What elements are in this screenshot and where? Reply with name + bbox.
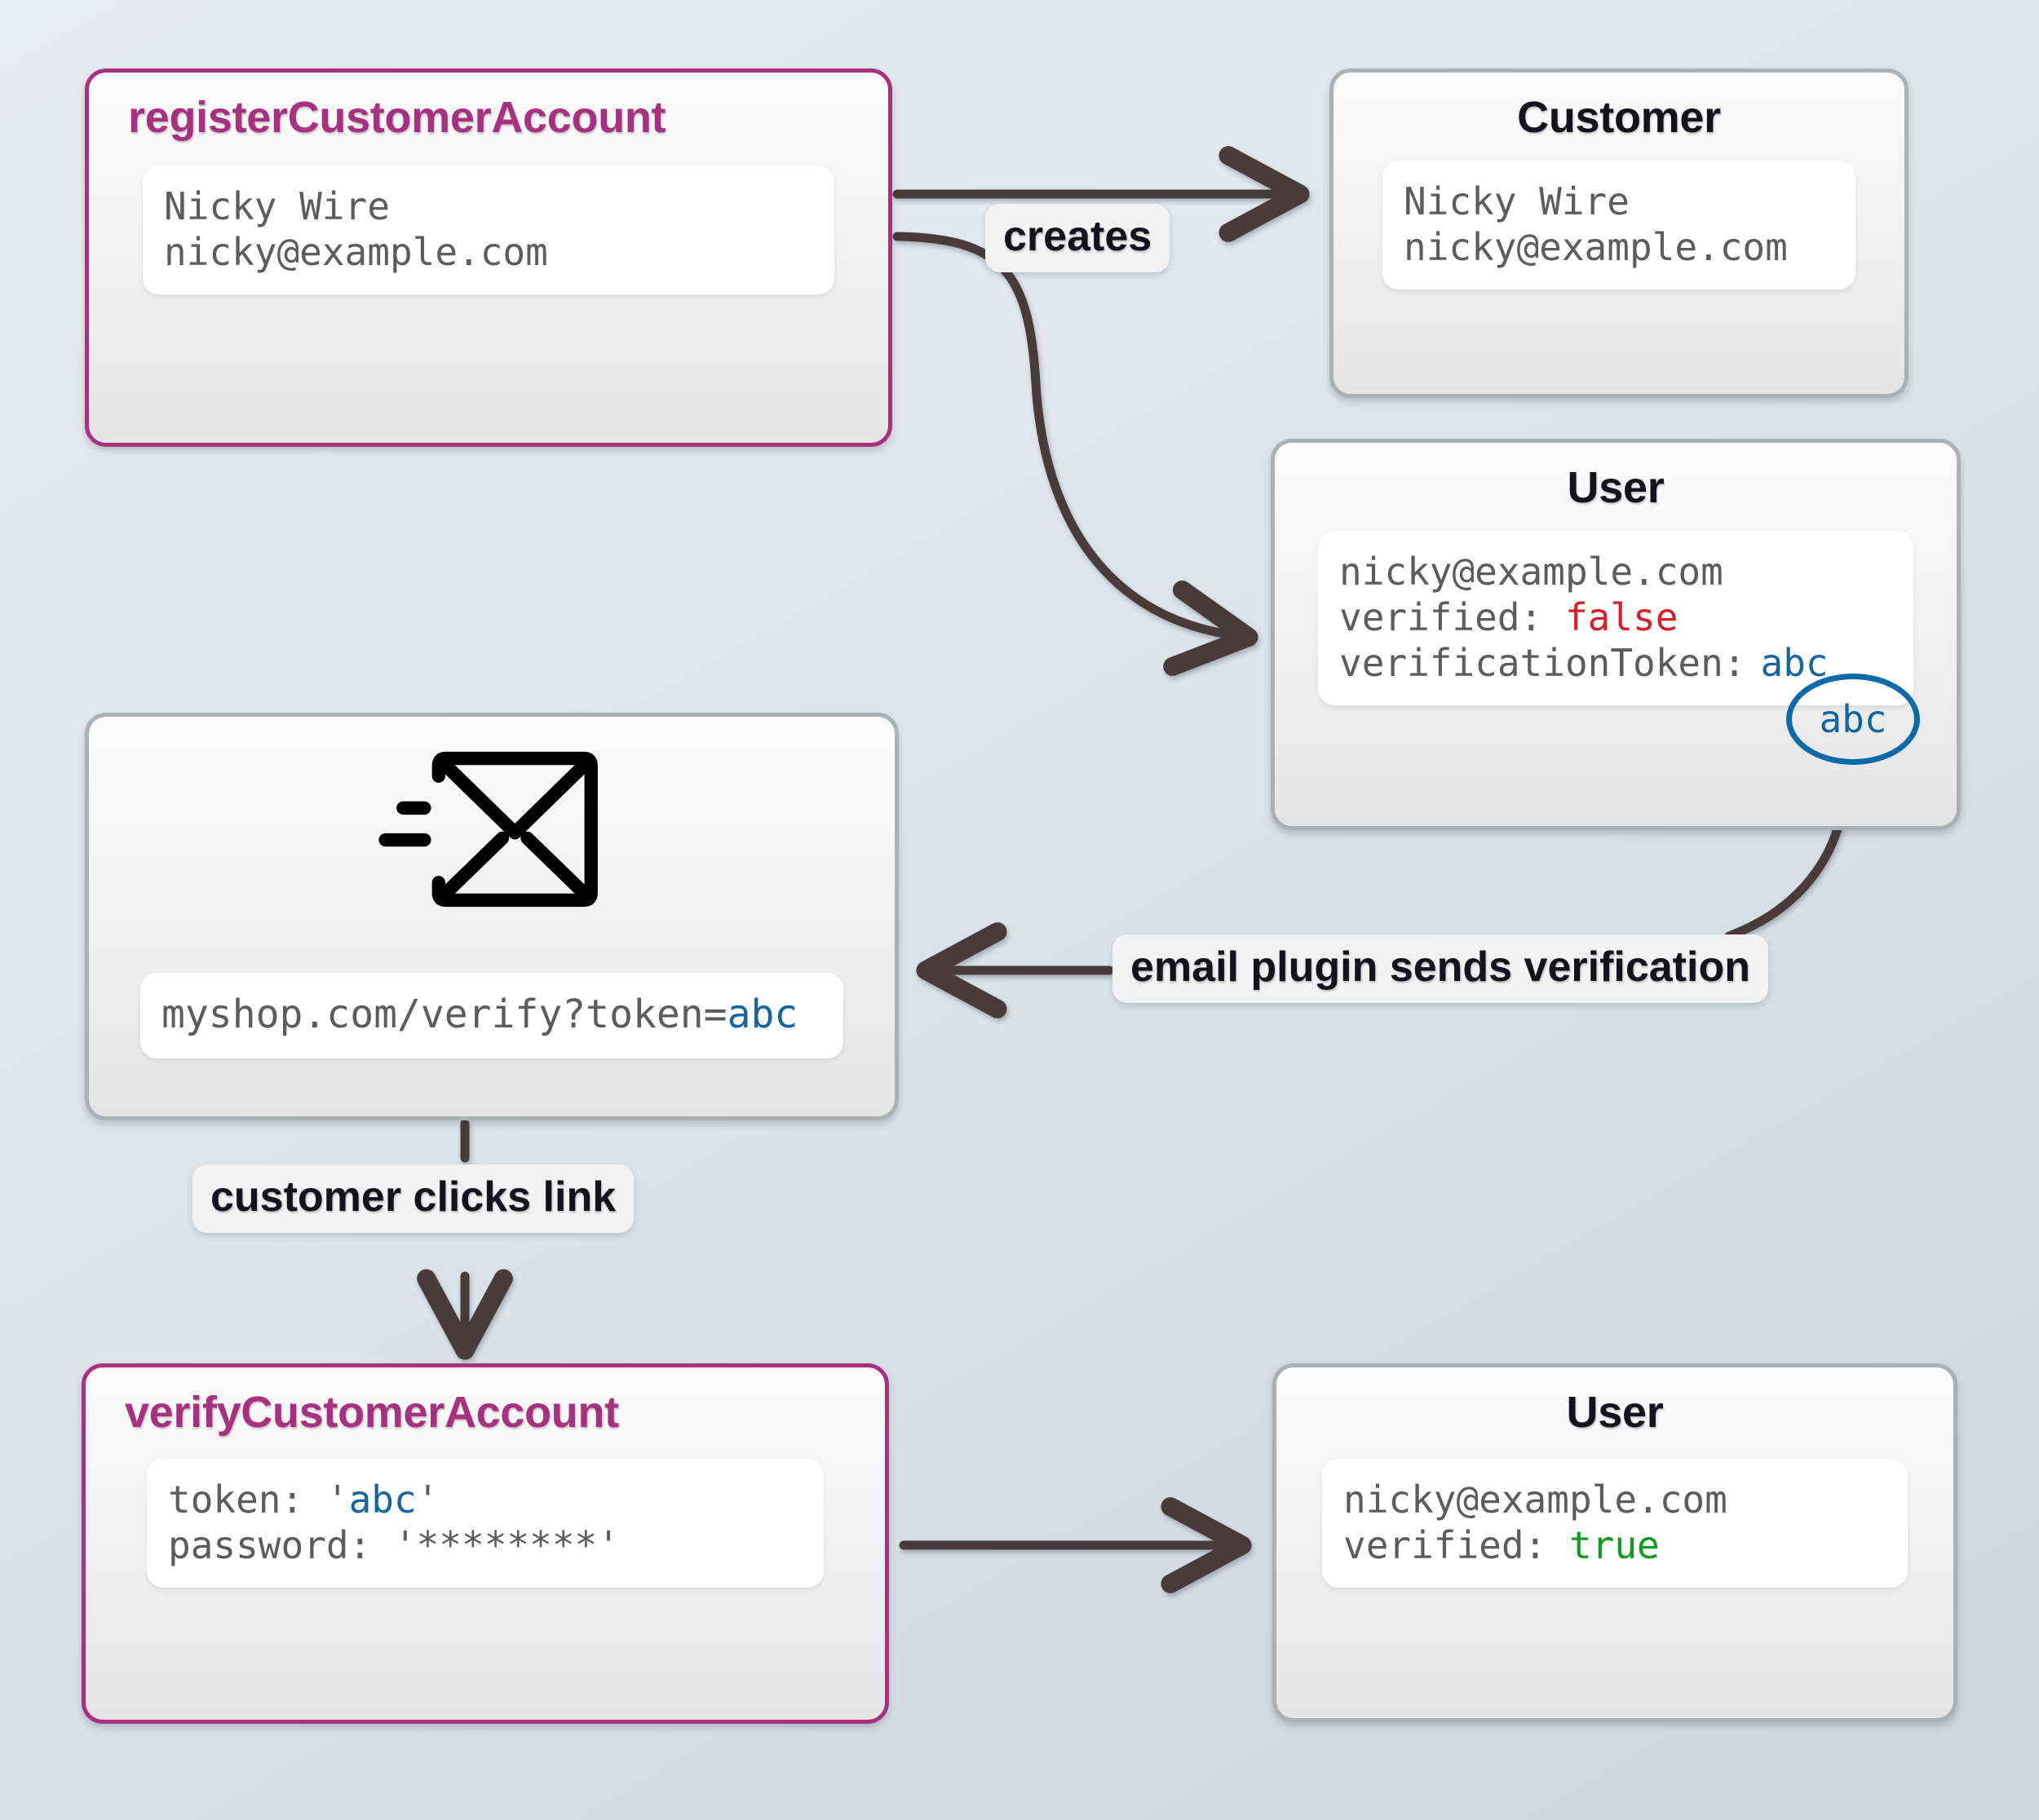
token-key: verificationToken: [1339, 641, 1746, 686]
verify-token-quote-close: ' [416, 1478, 440, 1522]
verify-details-panel: token: 'abc' password: '********' [147, 1459, 824, 1588]
user-unverified-details-panel: nicky@example.com verified: false verifi… [1318, 531, 1913, 706]
edge-label-creates-text: creates [1003, 213, 1152, 260]
edge-label-creates: creates [985, 204, 1170, 272]
node-title-user-unverified: User [1567, 463, 1665, 512]
node-title-customer: Customer [1517, 93, 1721, 142]
verified-key-2: verified: [1343, 1523, 1569, 1568]
verified-key: verified: [1339, 595, 1565, 640]
node-email[interactable]: myshop.com/verify?token=abc [85, 713, 899, 1120]
verify-password-quote-close: ' [597, 1523, 620, 1568]
verify-password-row: password: '********' [168, 1522, 803, 1568]
node-register-customer-account[interactable]: registerCustomerAccount Nicky Wire nicky… [85, 68, 892, 447]
edge-label-email-plugin-text: email plugin sends verification [1130, 943, 1750, 991]
customer-email: nicky@example.com [1404, 225, 1788, 270]
verify-token-quote-open: ' [325, 1478, 349, 1522]
customer-name: Nicky Wire [1404, 179, 1630, 223]
edge-label-email-plugin: email plugin sends verification [1112, 934, 1768, 1003]
verify-token-value: abc [348, 1478, 417, 1522]
node-user-verified[interactable]: User nicky@example.com verified: true [1272, 1363, 1957, 1722]
email-url-prefix: myshop.com/verify?token= [161, 992, 728, 1037]
verify-password-value: ******** [416, 1523, 598, 1568]
edge-label-customer-clicks-link: customer clicks link [192, 1164, 635, 1233]
verify-token-key: token: [168, 1478, 326, 1522]
node-user-unverified[interactable]: User nicky@example.com verified: false v… [1271, 439, 1961, 830]
edge-creates-user [892, 232, 1258, 676]
token-value: abc [1760, 641, 1829, 686]
verify-password-quote-open: ' [393, 1523, 417, 1568]
node-title-register: registerCustomerAccount [128, 93, 666, 142]
token-highlight-circle: abc [1786, 674, 1920, 765]
node-verify-customer-account[interactable]: verifyCustomerAccount token: 'abc' passw… [82, 1363, 889, 1724]
email-url-token: abc [727, 992, 798, 1037]
verified-value-2: true [1568, 1523, 1660, 1568]
email-url-panel[interactable]: myshop.com/verify?token=abc [140, 973, 843, 1058]
register-email: nicky@example.com [164, 230, 548, 275]
token-circle-label: abc [1819, 697, 1887, 741]
user-verified-verified: verified: true [1343, 1522, 1886, 1568]
user-verified-email: nicky@example.com [1343, 1478, 1727, 1522]
register-details-panel: Nicky Wire nicky@example.com [143, 166, 834, 295]
user-unverified-verified: verified: false [1339, 594, 1892, 640]
customer-details-panel: Nicky Wire nicky@example.com [1382, 161, 1855, 290]
email-url: myshop.com/verify?token=abc [161, 991, 822, 1039]
node-title-verify: verifyCustomerAccount [125, 1388, 619, 1437]
user-unverified-token: verificationToken: abc [1339, 640, 1892, 686]
register-name: Nicky Wire [164, 184, 390, 228]
user-unverified-email: nicky@example.com [1339, 550, 1723, 594]
node-customer[interactable]: Customer Nicky Wire nicky@example.com [1329, 68, 1909, 398]
user-verified-details-panel: nicky@example.com verified: true [1322, 1459, 1908, 1588]
verify-password-key: password: [168, 1523, 394, 1568]
verified-value: false [1564, 595, 1679, 640]
node-title-user-verified: User [1566, 1388, 1664, 1437]
envelope-send-icon [374, 748, 610, 911]
edge-label-customer-clicks-link-text: customer clicks link [210, 1173, 617, 1221]
verify-token-row: token: 'abc' [168, 1477, 803, 1522]
